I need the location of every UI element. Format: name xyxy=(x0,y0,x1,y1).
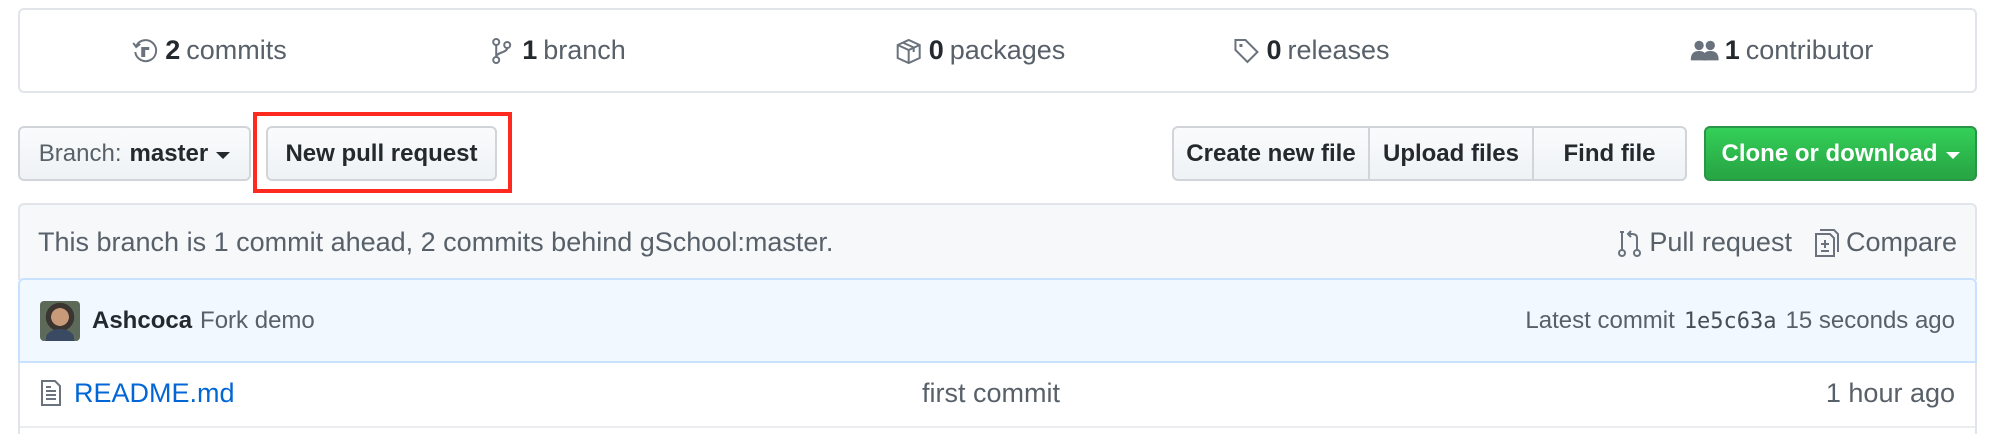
find-file-button[interactable]: Find file xyxy=(1532,128,1685,179)
latest-commit-bar: Ashcoca Fork demo Latest commit 1e5c63a … xyxy=(18,278,1977,363)
commits-count: 2 xyxy=(165,35,181,65)
new-pull-request-button[interactable]: New pull request xyxy=(266,126,497,181)
commit-author[interactable]: Ashcoca xyxy=(92,306,193,334)
chevron-down-icon xyxy=(1945,151,1960,159)
branches-label: branch xyxy=(543,35,626,65)
compare-link[interactable]: Compare xyxy=(1814,227,1957,258)
avatar[interactable] xyxy=(40,300,80,341)
branch-name: master xyxy=(129,139,209,167)
pull-request-link[interactable]: Pull request xyxy=(1617,227,1792,258)
compare-label: Compare xyxy=(1845,227,1957,257)
commit-sha-link[interactable]: 1e5c63a xyxy=(1683,308,1777,334)
diff-icon xyxy=(1814,228,1839,257)
branch-prefix: Branch: xyxy=(38,139,122,167)
git-branch-icon xyxy=(492,37,512,64)
create-new-file-button[interactable]: Create new file xyxy=(1186,139,1356,167)
branch-select-button[interactable]: Branch: master xyxy=(18,126,251,181)
branch-info-bar: This branch is 1 commit ahead, 2 commits… xyxy=(18,203,1977,280)
packages-label: packages xyxy=(949,35,1066,65)
commits-label: commits xyxy=(186,35,287,65)
numbers-summary: 2 commits 1 branch 0 packages 0 releases xyxy=(18,8,1977,93)
git-pull-request-icon xyxy=(1618,229,1642,257)
contributors-label: contributor xyxy=(1745,35,1874,65)
package-icon xyxy=(896,38,921,64)
file-row: README.md first commit 1 hour ago xyxy=(20,363,1975,428)
clone-or-download-button[interactable]: Clone or download xyxy=(1704,126,1977,181)
packages-count: 0 xyxy=(928,35,944,65)
upload-files-button[interactable]: Upload files xyxy=(1368,128,1532,179)
file-actions-group: Create new file Upload files Find file xyxy=(1172,126,1687,181)
commit-age: 15 seconds ago xyxy=(1785,306,1955,334)
pull-request-label: Pull request xyxy=(1649,227,1792,257)
people-icon xyxy=(1690,40,1719,60)
branch-status-text: This branch is 1 commit ahead, 2 commits… xyxy=(38,227,834,257)
file-age: 1 hour ago xyxy=(1825,378,1955,408)
releases-label: releases xyxy=(1287,35,1390,65)
latest-commit-label: Latest commit xyxy=(1525,306,1675,334)
branches-count: 1 xyxy=(522,35,538,65)
file-text-icon xyxy=(40,379,62,407)
packages-link[interactable]: 0 packages xyxy=(895,10,1066,91)
clone-label: Clone or download xyxy=(1721,139,1938,167)
releases-link[interactable]: 0 releases xyxy=(1232,10,1390,91)
contributors-count: 1 xyxy=(1724,35,1740,65)
commits-link[interactable]: 2 commits xyxy=(131,10,287,91)
file-list: README.md first commit 1 hour ago xyxy=(18,363,1977,434)
history-icon xyxy=(132,38,158,62)
releases-count: 0 xyxy=(1266,35,1282,65)
file-name-link[interactable]: README.md xyxy=(74,378,235,408)
file-commit-message[interactable]: first commit xyxy=(922,378,1060,408)
tag-icon xyxy=(1234,38,1259,63)
branches-link[interactable]: 1 branch xyxy=(488,10,626,91)
chevron-down-icon xyxy=(216,151,231,159)
contributors-link[interactable]: 1 contributor xyxy=(1690,10,1874,91)
commit-message[interactable]: Fork demo xyxy=(200,306,315,334)
